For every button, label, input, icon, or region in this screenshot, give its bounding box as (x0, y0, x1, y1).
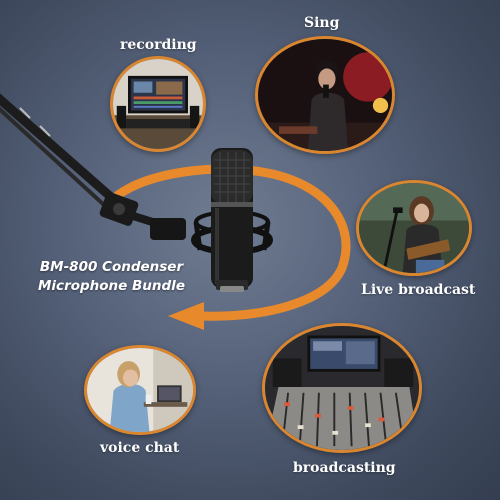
boom-arm (0, 93, 186, 240)
curved-arrow-icon (113, 164, 351, 330)
voice-chat-photo (84, 345, 196, 435)
product-title-line1: BM-800 Condenser (39, 259, 184, 275)
product-title: BM-800 Condenser Microphone Bundle (38, 258, 185, 296)
label-broadcasting: broadcasting (293, 460, 396, 476)
recording-photo (110, 56, 206, 152)
live-broadcast-photo (356, 180, 472, 276)
label-sing: Sing (304, 15, 340, 31)
singer-photo (255, 36, 395, 154)
broadcasting-photo (262, 323, 422, 453)
label-recording: recording (120, 37, 197, 53)
label-voice-chat: voice chat (100, 440, 180, 456)
label-live-broadcast: Live broadcast (361, 282, 476, 298)
microphone-icon (191, 148, 273, 292)
product-title-line2: Microphone Bundle (38, 278, 185, 294)
